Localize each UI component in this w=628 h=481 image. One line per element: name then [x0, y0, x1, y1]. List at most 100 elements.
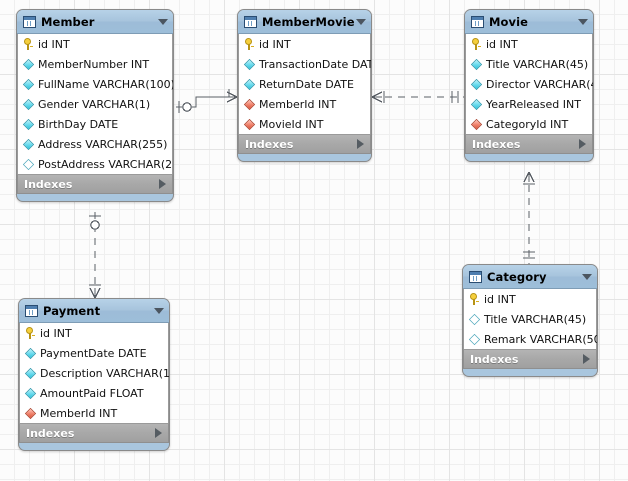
column-row[interactable]: AmountPaid FLOAT [20, 383, 168, 403]
triangle-right-icon[interactable] [579, 139, 586, 149]
column-row[interactable]: MemberId INT [20, 403, 168, 423]
column-list: id INT Title VARCHAR(45) Remark VARCHAR(50… [463, 289, 597, 349]
column-label: id INT [259, 37, 291, 51]
triangle-right-icon[interactable] [357, 139, 364, 149]
triangle-right-icon[interactable] [159, 179, 166, 189]
column-label: Address VARCHAR(255) [38, 137, 168, 151]
indexes-section[interactable]: Indexes [19, 423, 169, 443]
column-label: AmountPaid FLOAT [40, 386, 144, 400]
column-label: id INT [40, 326, 72, 340]
diamond-hollow-icon [468, 313, 481, 325]
column-row[interactable]: BirthDay DATE [18, 114, 172, 134]
triangle-right-icon[interactable] [583, 354, 590, 364]
column-row[interactable]: Description VARCHAR(100) [20, 363, 170, 383]
table-icon [244, 15, 257, 28]
table-icon [23, 15, 36, 28]
diamond-filled-icon [22, 58, 35, 70]
column-list: id INT MemberNumber INT FullName VARCHAR(1… [17, 34, 173, 174]
table-title: Category [487, 269, 547, 284]
relationship-movie-to-category [523, 171, 535, 264]
key-icon [469, 293, 480, 305]
column-row[interactable]: CategoryId INT [466, 114, 592, 134]
table-category[interactable]: Category id INT Title VARCHAR(45) Remark VA… [462, 264, 598, 377]
chevron-down-icon[interactable] [356, 18, 366, 25]
relationship-member-to-membermovie [176, 89, 238, 113]
table-title: Movie [489, 14, 529, 29]
column-label: CategoryId INT [486, 117, 569, 131]
table-header[interactable]: Category [463, 265, 597, 289]
column-label: id INT [38, 37, 70, 51]
indexes-section[interactable]: Indexes [17, 174, 173, 194]
table-title: MemberMovie [262, 14, 355, 29]
column-row[interactable]: TransactionDate DATE [239, 54, 372, 74]
column-label: TransactionDate DATE [259, 57, 372, 71]
table-header[interactable]: Movie [465, 10, 593, 34]
chevron-down-icon[interactable] [582, 273, 592, 280]
column-row[interactable]: Gender VARCHAR(1) [18, 94, 172, 114]
column-row[interactable]: id INT [466, 34, 592, 54]
column-label: Title VARCHAR(45) [484, 312, 587, 326]
column-label: Description VARCHAR(100) [40, 366, 170, 380]
column-row[interactable]: id INT [18, 34, 172, 54]
column-row[interactable]: ReturnDate DATE [239, 74, 370, 94]
column-row[interactable]: YearReleased INT [466, 94, 592, 114]
diamond-filled-icon [470, 78, 483, 90]
table-header[interactable]: Payment [19, 299, 169, 323]
diamond-red-icon [243, 98, 256, 110]
diamond-red-icon [470, 118, 483, 130]
column-row[interactable]: Director VARCHAR(45) [466, 74, 593, 94]
chevron-down-icon[interactable] [154, 307, 164, 314]
column-row[interactable]: PaymentDate DATE [20, 343, 168, 363]
column-row[interactable]: Address VARCHAR(255) [18, 134, 172, 154]
table-title: Payment [43, 303, 101, 318]
table-title: Member [41, 14, 95, 29]
triangle-right-icon[interactable] [155, 428, 162, 438]
column-row[interactable]: Title VARCHAR(45) [464, 309, 596, 329]
table-membermovie[interactable]: MemberMovie id INT TransactionDate DATE Ret… [237, 9, 372, 162]
column-row[interactable]: MemberId INT [239, 94, 370, 114]
column-label: Director VARCHAR(45) [486, 77, 593, 91]
table-header[interactable]: MemberMovie [238, 10, 371, 34]
column-label: BirthDay DATE [38, 117, 119, 131]
column-label: MemberNumber INT [38, 57, 150, 71]
relationship-membermovie-to-movie [371, 91, 464, 103]
diamond-filled-icon [243, 78, 256, 90]
table-icon [469, 270, 482, 283]
diamond-filled-icon [470, 98, 483, 110]
key-icon [25, 327, 36, 339]
diamond-filled-icon [24, 347, 37, 359]
column-label: MemberId INT [40, 406, 118, 420]
diamond-red-icon [24, 407, 37, 419]
column-list: id INT TransactionDate DATE ReturnDate DAT… [238, 34, 371, 134]
column-label: FullName VARCHAR(100) [38, 77, 174, 91]
indexes-section[interactable]: Indexes [463, 349, 597, 369]
table-member[interactable]: Member id INT MemberNumber INT FullName VAR… [16, 9, 174, 202]
column-row[interactable]: id INT [464, 289, 596, 309]
diamond-filled-icon [22, 78, 35, 90]
column-label: MemberId INT [259, 97, 337, 111]
column-row[interactable]: Title VARCHAR(45) [466, 54, 592, 74]
table-icon [471, 15, 484, 28]
diamond-filled-icon [243, 58, 256, 70]
table-payment[interactable]: Payment id INT PaymentDate DATE Description… [18, 298, 170, 451]
diamond-filled-icon [470, 58, 483, 70]
column-label: PaymentDate DATE [40, 346, 147, 360]
diamond-red-icon [243, 118, 256, 130]
column-row[interactable]: MemberNumber INT [18, 54, 172, 74]
column-row[interactable]: MovieId INT [239, 114, 370, 134]
chevron-down-icon[interactable] [158, 18, 168, 25]
chevron-down-icon[interactable] [578, 18, 588, 25]
indexes-label: Indexes [470, 352, 519, 366]
column-row[interactable]: id INT [20, 323, 168, 343]
column-row[interactable]: Remark VARCHAR(500) [464, 329, 597, 349]
column-row[interactable]: id INT [239, 34, 370, 54]
indexes-section[interactable]: Indexes [465, 134, 593, 154]
column-row[interactable]: FullName VARCHAR(100) [18, 74, 174, 94]
indexes-section[interactable]: Indexes [238, 134, 371, 154]
table-header[interactable]: Member [17, 10, 173, 34]
column-row[interactable]: PostAddress VARCHAR(255) [18, 154, 173, 174]
diamond-hollow-icon [22, 158, 35, 170]
